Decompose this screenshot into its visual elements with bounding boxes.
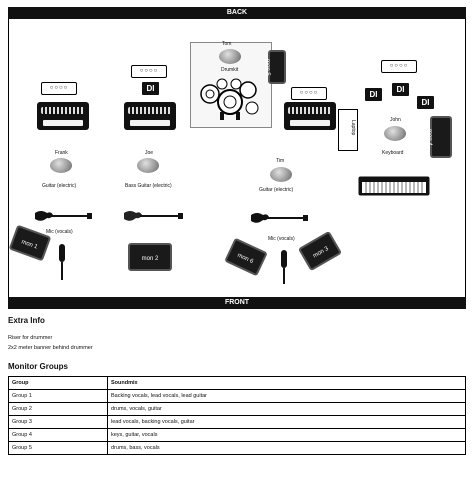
table-row: Group 3 lead vocals, backing vocals, gui… <box>8 415 466 429</box>
guitarist-instrument: Guitar (electric) <box>42 183 77 189</box>
guitar-amp-icon <box>284 102 336 130</box>
power-strip-icon: ○○○○ <box>381 60 417 73</box>
mic-stand-icon <box>283 268 285 284</box>
guitarist-name: Frank <box>55 150 68 156</box>
di-box-icon: DI <box>142 82 159 95</box>
monitor-4: mon 4 <box>426 116 452 158</box>
mic-stand-icon <box>61 262 63 280</box>
soundmix-cell: drums, vocals, guitar <box>107 402 466 416</box>
drumkit-icon <box>200 78 259 120</box>
group-cell: Group 3 <box>8 415 108 429</box>
bassist-instrument: Bass Guitar (electric) <box>125 183 172 189</box>
extra-info-line: 2x2 meter banner behind drummer <box>8 345 93 351</box>
power-strip-icon: ○○○○ <box>131 65 167 78</box>
keyboard-label: Keyboard <box>382 150 404 156</box>
group-cell: Group 1 <box>8 389 108 403</box>
vocal-mic-icon <box>281 250 287 268</box>
electric-guitar-icon <box>35 211 92 221</box>
soundmix-cell: keys, guitar, vocals <box>107 428 466 442</box>
table-row: Group 1 Backing vocals, lead vocals, lea… <box>8 389 466 403</box>
vocal-mic-label: Mic (vocals) <box>46 229 73 235</box>
monitor-groups-heading: Monitor Groups <box>8 362 68 371</box>
bass-amp-icon <box>124 102 176 130</box>
guitarist-instrument: Guitar (electric) <box>259 187 294 193</box>
guitarist-avatar <box>270 167 292 182</box>
bassist-name: Joe <box>145 150 154 156</box>
soundmix-cell: lead vocals, backing vocals, guitar <box>107 415 466 429</box>
table-row: Group 4 keys, guitar, vocals <box>8 428 466 442</box>
table-row: Group 2 drums, vocals, guitar <box>8 402 466 416</box>
bassist-avatar <box>137 158 159 173</box>
guitarist-avatar <box>50 158 72 173</box>
drummer-name: Tom <box>222 41 232 47</box>
stage-back-bar: BACK <box>8 7 466 19</box>
di-box-icon: DI <box>417 96 434 109</box>
monitor-groups-table: Group Soundmix Group 1 Backing vocals, l… <box>8 376 466 455</box>
electric-guitar-icon <box>251 213 308 223</box>
drummer-avatar <box>219 49 241 64</box>
keyboardist-avatar <box>384 126 406 141</box>
vocal-mic-label: Mic (vocals) <box>268 236 295 242</box>
soundmix-cell: drums, bass, vocals <box>107 441 466 455</box>
group-cell: Group 2 <box>8 402 108 416</box>
laptop-label: Laptop <box>350 120 356 136</box>
table-row: Group 5 drums, bass, vocals <box>8 441 466 455</box>
group-cell: Group 4 <box>8 428 108 442</box>
table-header-row: Group Soundmix <box>8 376 466 390</box>
laptop-icon <box>338 109 358 151</box>
group-cell: Group 5 <box>8 441 108 455</box>
power-strip-icon: ○○○○ <box>291 87 327 100</box>
guitarist-name: Tim <box>276 158 285 164</box>
vocal-mic-icon <box>59 244 65 262</box>
guitar-amp-icon <box>37 102 89 130</box>
column-header-group: Group <box>8 376 108 390</box>
extra-info-line: Riser for drummer <box>8 335 53 341</box>
monitor-5: mon 5 <box>264 50 286 84</box>
drumkit-label: Drumkit <box>221 67 239 73</box>
monitor-2: mon 2 <box>128 243 172 271</box>
soundmix-cell: Backing vocals, lead vocals, lead guitar <box>107 389 466 403</box>
keyboardist-name: John <box>390 117 401 123</box>
column-header-soundmix: Soundmix <box>107 376 466 390</box>
keyboard-icon <box>358 176 430 196</box>
stage-front-bar: FRONT <box>8 297 466 309</box>
di-box-icon: DI <box>392 83 409 96</box>
bass-guitar-icon <box>124 211 183 221</box>
power-strip-icon: ○○○○ <box>41 82 77 95</box>
extra-info-heading: Extra Info <box>8 316 45 325</box>
di-box-icon: DI <box>365 88 382 101</box>
